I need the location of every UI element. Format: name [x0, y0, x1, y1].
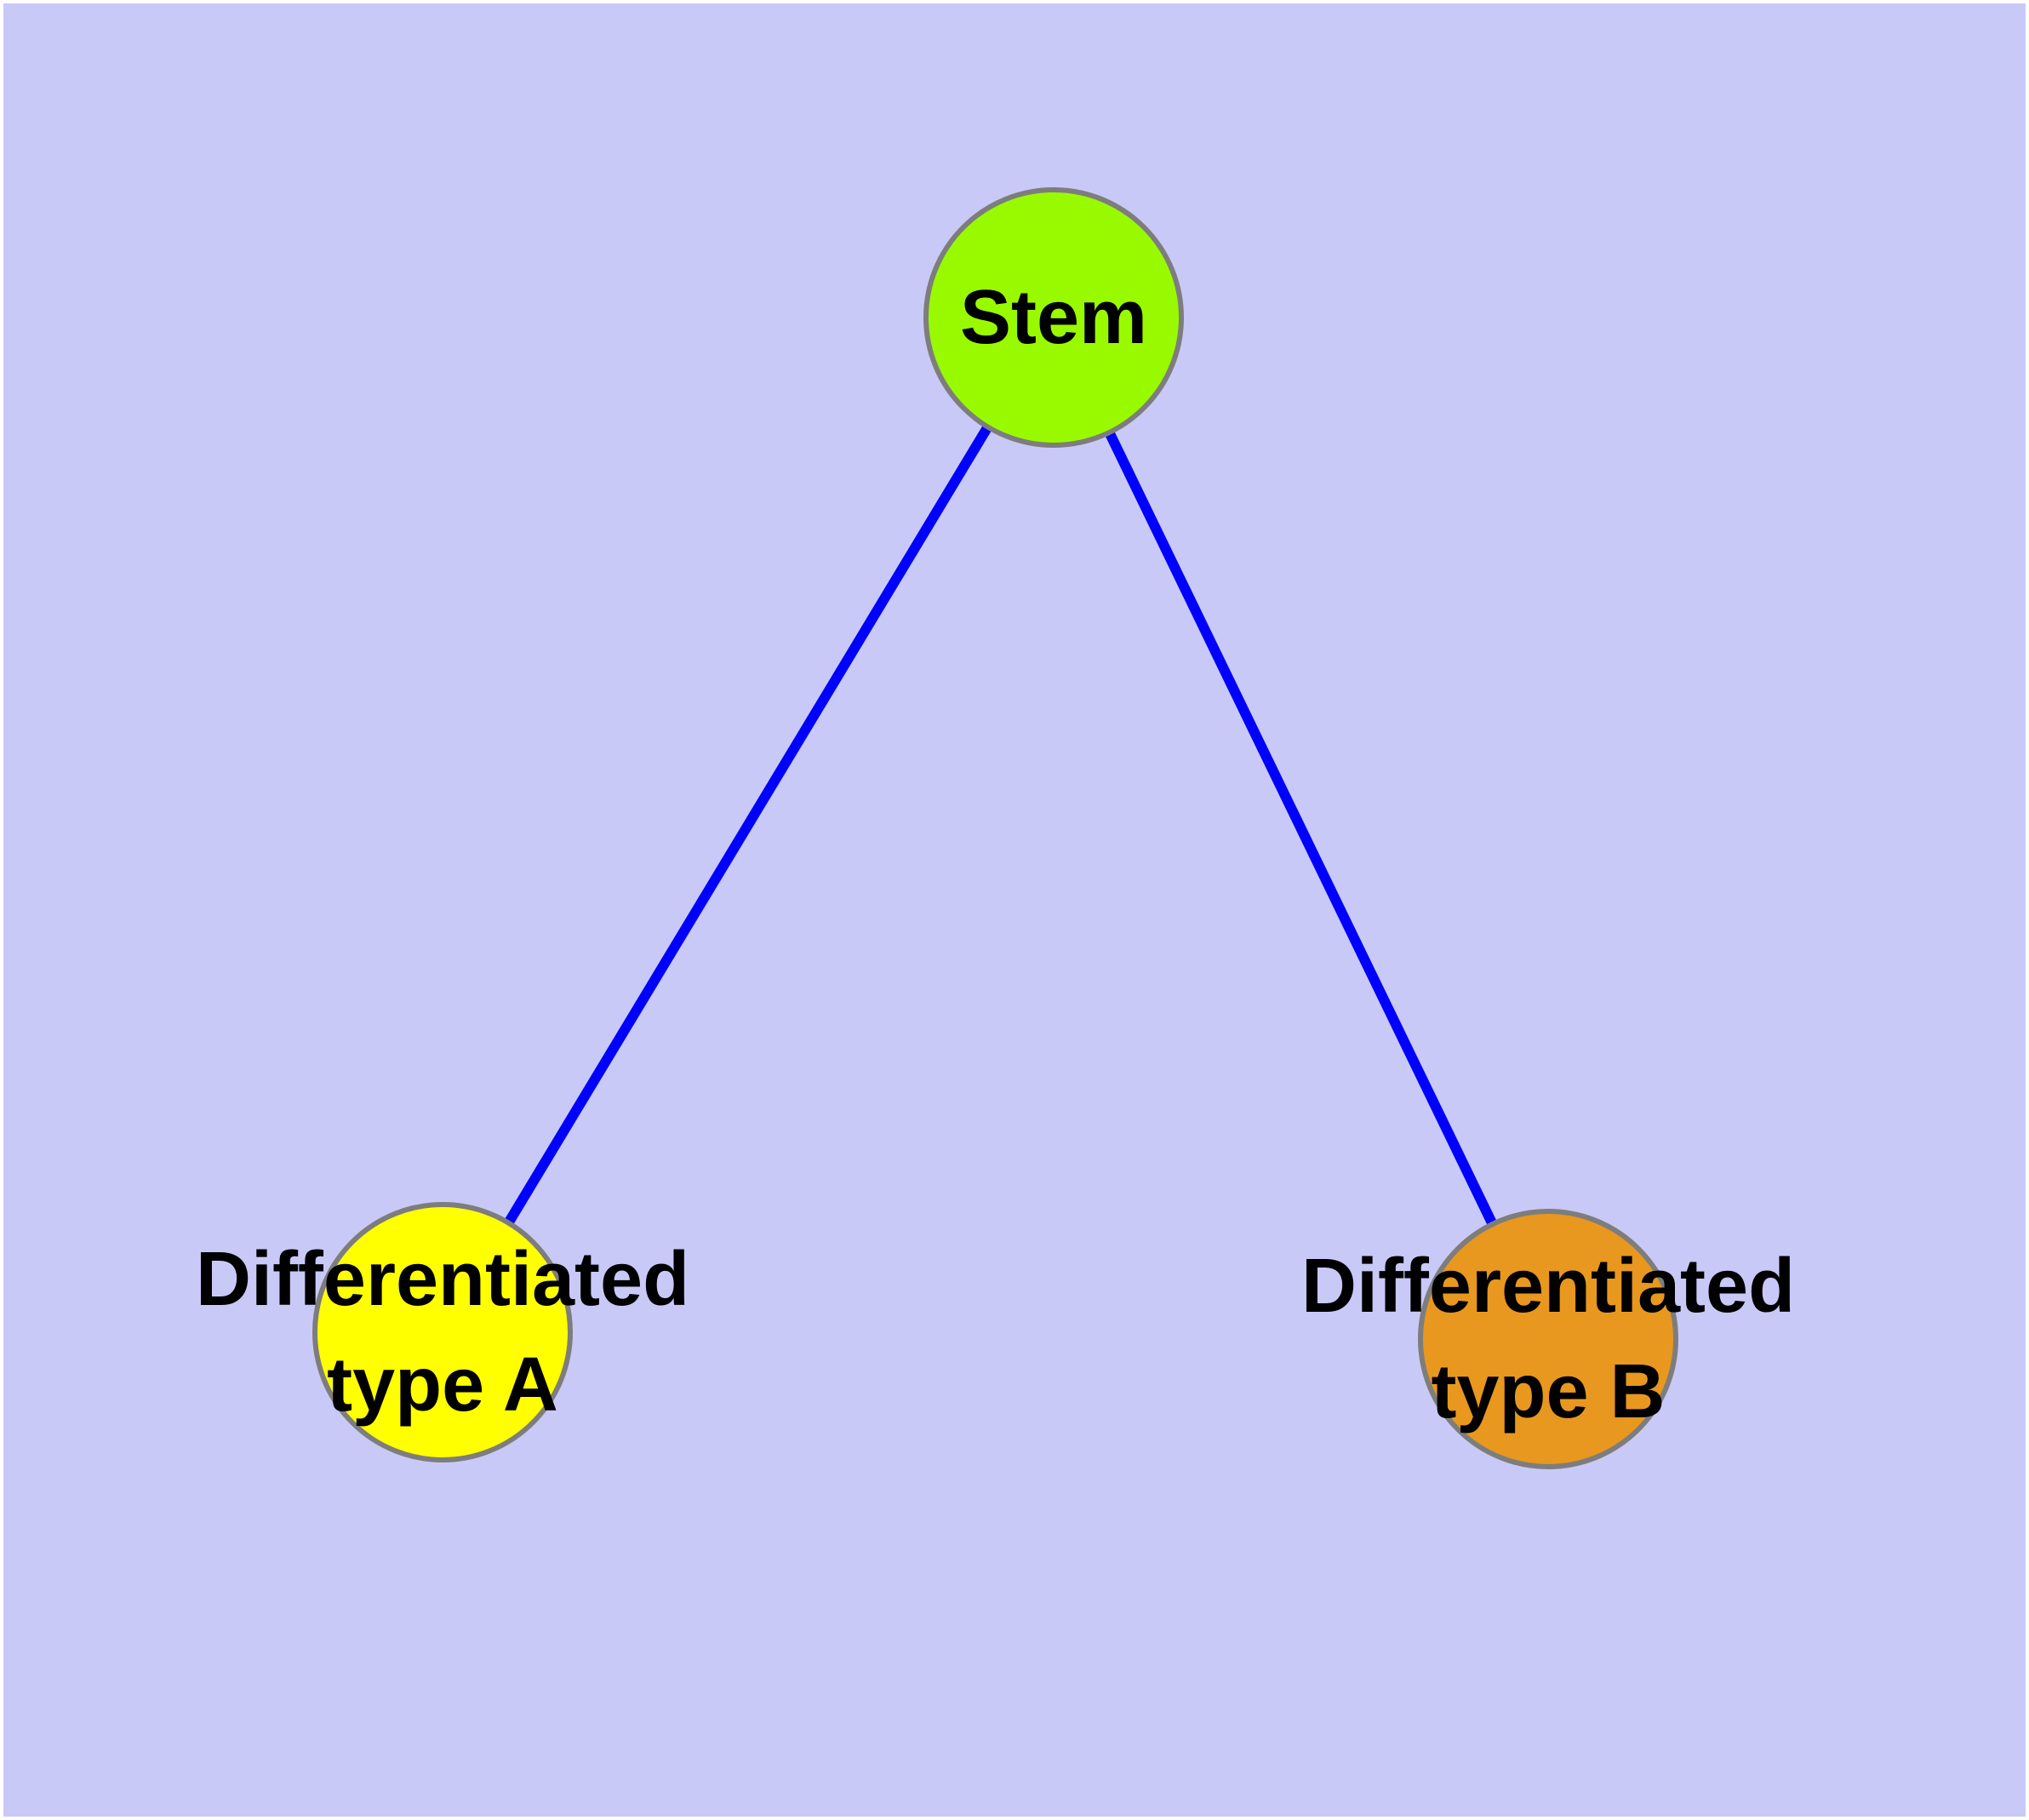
node-type-a-circle — [312, 1202, 573, 1462]
edge-stem-to-type-b — [1049, 315, 1553, 1342]
edge-stem-to-type-a — [437, 314, 1059, 1336]
node-type-b-circle — [1418, 1209, 1678, 1469]
node-stem-circle — [923, 187, 1184, 448]
